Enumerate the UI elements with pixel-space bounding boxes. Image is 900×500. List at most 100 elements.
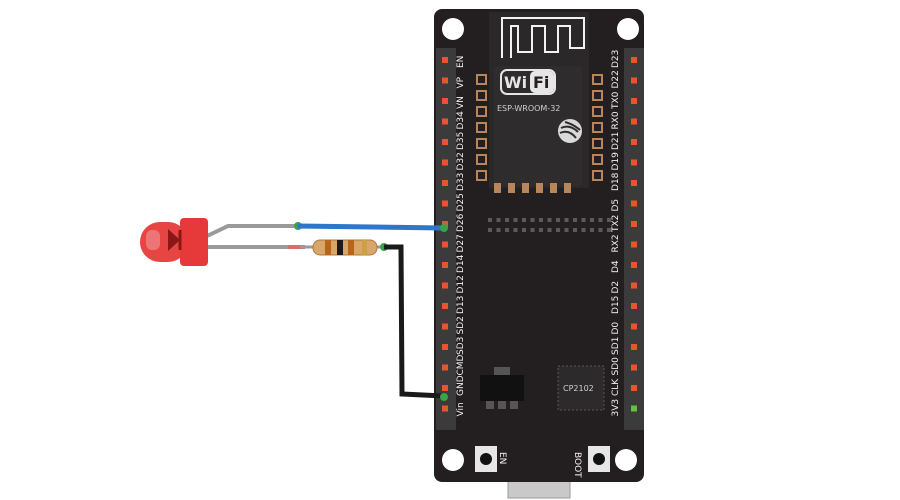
left-pin-d32 xyxy=(442,159,448,166)
board-via xyxy=(556,218,560,222)
left-pin-d13 xyxy=(442,303,448,309)
right-pin-d0 xyxy=(631,323,637,330)
left-pin-sd3 xyxy=(442,344,448,350)
board-via xyxy=(530,228,535,232)
left-pin-label: D14 xyxy=(456,254,466,273)
right-pin-tx2 xyxy=(631,221,637,227)
left-pin-label: D26 xyxy=(456,213,466,232)
right-pin-rx2 xyxy=(631,241,637,248)
red-led xyxy=(140,218,208,266)
left-pin-label: VP xyxy=(456,76,466,88)
right-pin-label: D19 xyxy=(611,152,621,171)
board-via xyxy=(522,218,526,222)
left-pin-d26 xyxy=(442,221,448,227)
mounting-hole-bl xyxy=(442,449,464,471)
right-pin-label: TX0 xyxy=(611,91,621,110)
mounting-hole-br xyxy=(615,449,637,471)
board-via xyxy=(505,228,509,232)
board-via xyxy=(573,228,577,232)
left-pin-label: D32 xyxy=(456,152,466,170)
right-pin-label: TX2 xyxy=(611,215,621,233)
module-pad xyxy=(476,138,487,149)
left-pin-label: D34 xyxy=(456,111,466,130)
wifi-logo: Wi Fi xyxy=(500,69,556,95)
boot-button[interactable] xyxy=(588,446,610,472)
mounting-hole-tr xyxy=(617,18,639,40)
right-pin-label: D22 xyxy=(611,70,621,88)
right-pin-sd1 xyxy=(631,344,637,350)
left-pin-d34 xyxy=(442,118,448,125)
right-pin-label: D0 xyxy=(611,322,621,335)
left-pin-label: SD3 xyxy=(456,337,466,355)
board-via xyxy=(590,218,594,222)
left-pin-d25 xyxy=(442,200,448,207)
board-via xyxy=(581,228,586,232)
module-label: ESP-WROOM-32 xyxy=(497,104,560,113)
module-pad xyxy=(476,106,487,117)
right-pin-d23 xyxy=(631,57,637,63)
en-button[interactable] xyxy=(475,446,497,472)
left-pin-label: VN xyxy=(456,96,466,109)
left-pin-d27 xyxy=(442,241,448,248)
board-via xyxy=(607,218,611,222)
left-pin-d33 xyxy=(442,180,448,186)
right-pin-label: D2 xyxy=(611,281,621,294)
module-pad xyxy=(592,154,603,165)
right-pin-d4 xyxy=(631,262,637,268)
module-pad xyxy=(476,154,487,165)
left-pin-label: D13 xyxy=(456,296,466,314)
board-via xyxy=(573,218,577,222)
antenna-trace xyxy=(501,17,585,58)
right-pin-d19 xyxy=(631,159,637,166)
wire-black-gnd xyxy=(384,244,445,399)
left-pin-vp xyxy=(442,77,448,84)
right-pin-label: D4 xyxy=(611,260,621,273)
left-pin-d35 xyxy=(442,139,448,145)
right-pin-row xyxy=(631,57,637,412)
module-pad xyxy=(476,170,487,181)
right-pin-label: D21 xyxy=(611,132,621,150)
left-pin-label: SD2 xyxy=(456,316,466,334)
board-via xyxy=(590,228,594,232)
board-via xyxy=(547,218,552,222)
boot-button-label: BOOT xyxy=(572,452,582,478)
left-pin-label: D12 xyxy=(456,275,466,293)
en-button-label: EN xyxy=(497,452,507,464)
right-pin-sd0 xyxy=(631,364,637,371)
board-via xyxy=(496,228,501,232)
left-header xyxy=(436,48,456,430)
right-pin-label: SD1 xyxy=(611,337,621,355)
right-pin-label: D18 xyxy=(611,172,621,191)
board-via xyxy=(607,228,611,232)
module-pad xyxy=(592,90,603,101)
left-pin-cmd xyxy=(442,364,448,371)
module-pads xyxy=(476,74,603,193)
left-pin-label: D35 xyxy=(456,132,466,150)
module-pad xyxy=(476,90,487,101)
wire-end-d26 xyxy=(440,224,448,232)
right-pin-3v3 xyxy=(631,405,637,412)
left-pin-vin xyxy=(442,405,448,412)
right-pin-label: RX0 xyxy=(611,111,621,129)
right-pin-label: 3V3 xyxy=(611,399,621,417)
right-pin-clk xyxy=(631,385,637,391)
mounting-hole-tl xyxy=(442,18,464,40)
module-pad xyxy=(522,183,529,193)
module-pad xyxy=(550,183,557,193)
wire-blue-d26 xyxy=(297,223,445,231)
wire-gray-anode xyxy=(204,222,302,239)
right-pin-label: D15 xyxy=(611,296,621,314)
module-pad xyxy=(592,138,603,149)
wifi-logo-text-right: Fi xyxy=(533,73,549,92)
left-pin-row xyxy=(442,57,448,412)
left-pin-label: D33 xyxy=(456,173,466,191)
right-pin-label: D5 xyxy=(611,199,621,212)
right-pin-label: SD0 xyxy=(611,357,621,376)
right-pin-label: D23 xyxy=(611,50,621,68)
module-pad xyxy=(564,183,571,193)
board-via xyxy=(581,218,586,222)
right-pin-labels: D23D22TX0RX0D21D19D18D5TX2RX2D4D2D15D0SD… xyxy=(611,50,621,417)
left-pin-label: Vin xyxy=(456,402,466,416)
board-via xyxy=(564,228,569,232)
